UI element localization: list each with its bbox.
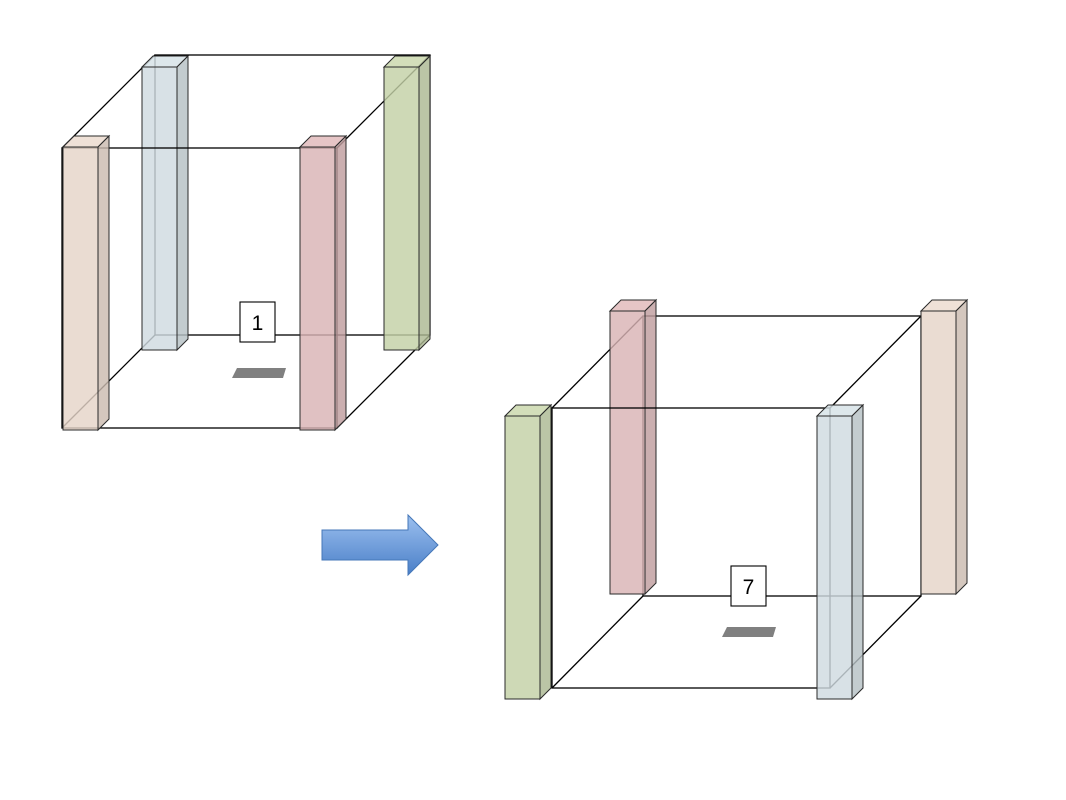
post-front-face — [141, 66, 178, 351]
post-front-face — [609, 310, 646, 595]
post-side-face — [539, 403, 552, 701]
left-room-label-box — [239, 301, 276, 343]
right-post-beige — [919, 298, 969, 596]
right-arrow-icon — [321, 513, 439, 577]
post-side-face — [334, 134, 347, 432]
right-edge-bl — [551, 595, 644, 689]
right-edge-tr — [829, 315, 922, 409]
post-side-face — [644, 298, 657, 596]
post-front-face — [920, 310, 957, 595]
left-floor-marker — [232, 368, 286, 378]
post-front-face — [62, 146, 99, 431]
left-post-blue-gray — [140, 54, 190, 352]
post-side-face — [851, 403, 864, 701]
left-post-rose — [298, 134, 348, 432]
right-room-label-box — [730, 565, 767, 607]
right-post-green — [503, 403, 553, 701]
right-floor-marker — [722, 627, 776, 637]
post-front-face — [383, 66, 420, 351]
post-front-face — [504, 415, 541, 700]
left-post-beige — [61, 134, 111, 432]
post-side-face — [97, 134, 110, 432]
left-room-label: 1 — [252, 312, 264, 335]
left-room: 1 — [61, 54, 432, 432]
left-edge-tl — [61, 54, 156, 149]
post-side-face — [418, 54, 431, 352]
post-front-face — [299, 146, 336, 431]
post-front-face — [816, 415, 853, 700]
right-room: 7 — [503, 298, 969, 701]
right-room-label: 7 — [743, 576, 755, 599]
right-post-rose — [608, 298, 658, 596]
post-side-face — [955, 298, 968, 596]
right-post-blue-gray — [815, 403, 865, 701]
left-post-green — [382, 54, 432, 352]
post-side-face — [176, 54, 189, 352]
